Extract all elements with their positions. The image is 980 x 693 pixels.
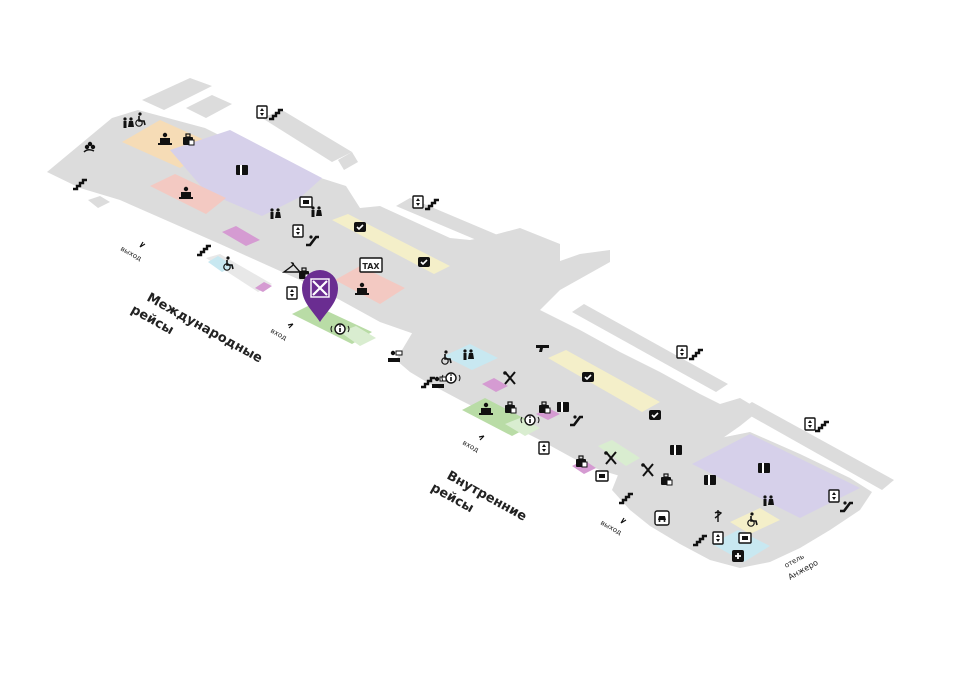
zone-shop [222, 226, 260, 246]
zone-checkin [548, 350, 660, 412]
zone-passport-2 [335, 266, 405, 304]
label-entrance-domestic: вход [461, 439, 480, 455]
corridor [396, 198, 500, 244]
elevator-icon [828, 489, 840, 503]
taxi-icon [654, 510, 670, 526]
elevator-icon [286, 286, 298, 300]
elevator-icon [538, 441, 550, 455]
label-entrance-intl: вход [269, 327, 288, 343]
elevator-icon [676, 345, 688, 359]
check-in-icon [353, 221, 367, 233]
zone-shop [255, 282, 272, 292]
elevator-icon [412, 195, 424, 209]
corridor [338, 152, 358, 170]
stairs-icon [195, 244, 213, 257]
baggage-icon [670, 445, 682, 455]
corridor [262, 110, 352, 162]
baggage-icon [557, 402, 569, 412]
baggage-icon [236, 165, 248, 175]
zone-green-light [505, 418, 540, 436]
kiosk [88, 196, 110, 208]
zone-medical-2 [712, 530, 770, 562]
corridor [572, 304, 728, 392]
atm-icon [738, 532, 752, 544]
check-in-icon [581, 371, 595, 383]
wall-block [186, 95, 232, 118]
baggage-icon [704, 475, 716, 485]
baggage-icon [758, 463, 770, 473]
wall-block [142, 78, 212, 110]
atm-icon [299, 196, 313, 208]
check-in-icon [648, 409, 662, 421]
corridor [740, 402, 894, 490]
stairs-icon [813, 420, 831, 433]
zone-lounge-2 [692, 434, 860, 518]
elevator-icon [804, 417, 816, 431]
intl-floor [47, 110, 560, 336]
label-exit-domestic: выход [599, 519, 623, 537]
stairs-icon [687, 348, 705, 361]
check-in-icon [417, 256, 431, 268]
atm-icon [595, 470, 609, 482]
location-pin-icon[interactable] [302, 270, 338, 322]
label-exit-intl: выход [119, 245, 143, 263]
tax-free-icon: TAX [359, 257, 383, 273]
elevator-icon [256, 105, 268, 119]
zone-wc [208, 256, 234, 272]
zone-shop [482, 378, 508, 392]
elevator-icon [712, 531, 724, 545]
tax-free-label: TAX [362, 262, 380, 271]
direction-arrows [139, 241, 627, 524]
corridor [480, 238, 520, 266]
elevator-icon [292, 224, 304, 238]
zone-food [598, 440, 640, 466]
first-aid-icon [731, 549, 745, 563]
